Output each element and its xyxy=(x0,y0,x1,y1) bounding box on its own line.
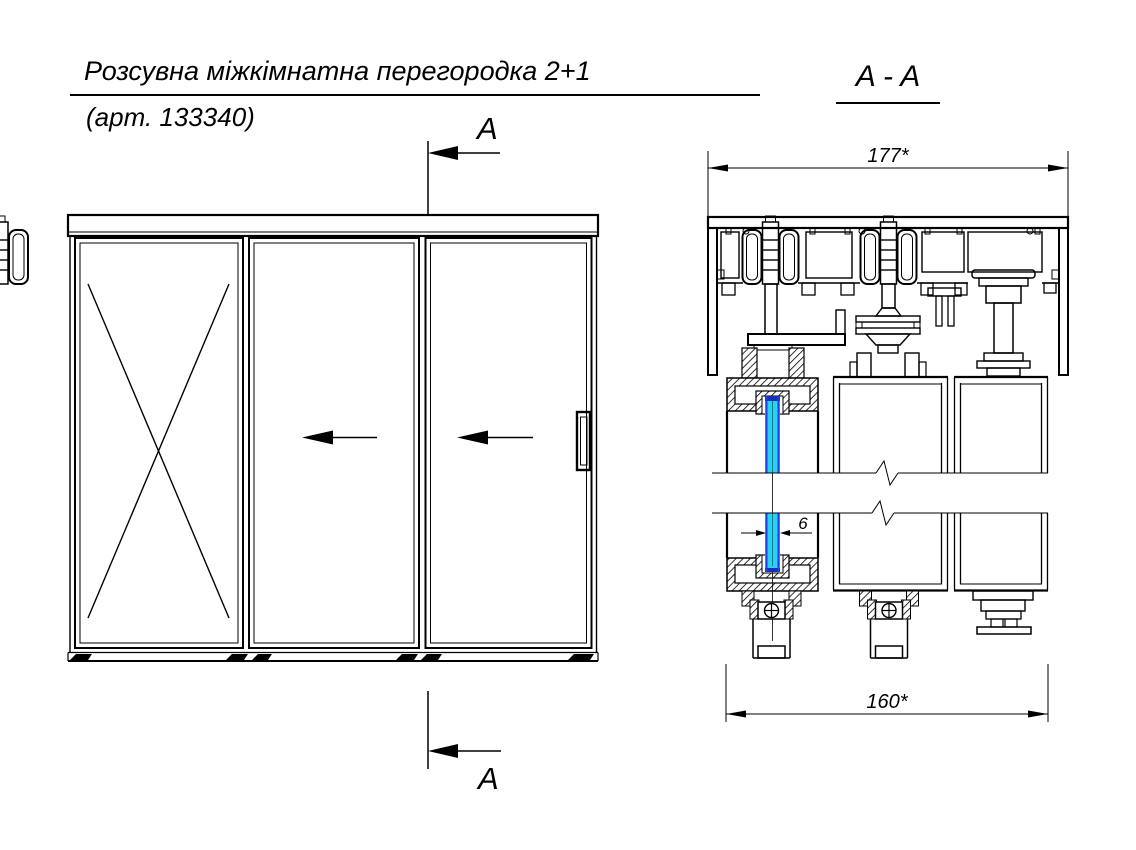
glass-pane xyxy=(765,396,780,572)
roller-wheel-set xyxy=(0,215,29,285)
dimension-glass-thickness: 6 xyxy=(741,514,812,536)
panel-3-sliding xyxy=(424,237,593,649)
section-view: 177* xyxy=(0,145,1070,722)
section-cut-letter-top: A xyxy=(475,111,498,146)
left-carriage xyxy=(741,283,846,379)
panel-b-section xyxy=(832,375,949,592)
top-track-profile xyxy=(706,215,1070,376)
bottom-guide-middle xyxy=(858,590,920,659)
dimension-leaf-width: 160* xyxy=(725,664,1049,722)
section-cut-mark-bottom: A xyxy=(427,691,501,796)
front-top-track xyxy=(66,213,600,238)
break-line-lower xyxy=(712,499,1048,527)
front-view: A A xyxy=(66,111,600,796)
slide-direction-arrow-panel2 xyxy=(302,430,377,445)
dimension-leaf-width-label: 160* xyxy=(866,691,908,713)
slide-direction-arrow-panel3 xyxy=(457,430,533,445)
section-cut-letter-bottom: A xyxy=(476,761,499,796)
middle-carriage xyxy=(849,283,927,378)
left-roller xyxy=(741,215,800,285)
panel-2-sliding xyxy=(248,237,420,649)
dimension-track-width: 177* xyxy=(707,145,1069,217)
section-cut-mark-top: A xyxy=(427,111,500,214)
middle-roller xyxy=(859,215,918,285)
right-hanger-bracket xyxy=(971,269,1036,377)
glass-leaf-section xyxy=(725,377,820,641)
dimension-track-width-label: 177* xyxy=(867,145,909,167)
drawing-article-number: (арт. 133340) xyxy=(86,102,255,132)
break-line-upper xyxy=(712,459,1048,487)
dimension-glass-thickness-label: 6 xyxy=(798,514,808,533)
door-handle xyxy=(575,410,592,472)
fixed-panel-cross xyxy=(87,283,230,619)
bottom-guide xyxy=(741,590,802,659)
drawing-title: Розсувна міжкімнатна перегородка 2+1 xyxy=(70,56,760,96)
panel-c-section xyxy=(953,375,1049,592)
section-view-title: A - A xyxy=(836,60,940,104)
bottom-guide-right-adjustable xyxy=(972,590,1034,635)
track-spacer-bracket xyxy=(927,287,962,327)
front-bottom-rail xyxy=(67,651,599,662)
panel-1-fixed xyxy=(74,237,244,649)
